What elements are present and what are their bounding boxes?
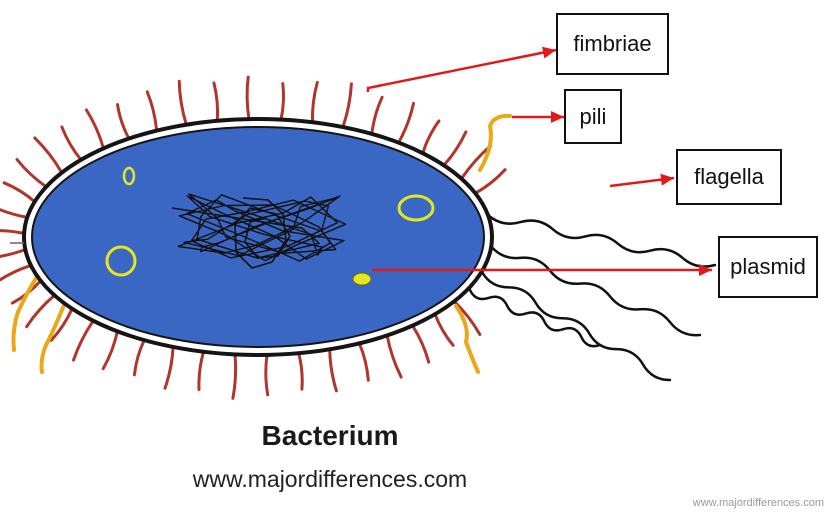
fimbria: [330, 349, 337, 391]
fimbria: [0, 231, 24, 234]
fimbria: [165, 347, 173, 388]
fimbria: [27, 295, 55, 326]
plasmid-label: plasmid: [718, 236, 818, 298]
fimbria: [387, 335, 401, 377]
watermark: www.majordifferences.com: [693, 497, 824, 509]
fimbria: [299, 353, 303, 389]
fimbria: [74, 321, 94, 360]
fimbriae-arrow-head: [542, 47, 556, 59]
flagella-arrow-head: [660, 174, 674, 186]
cytoplasm: [32, 127, 484, 347]
fimbria: [62, 127, 81, 160]
fimbria: [0, 204, 27, 217]
fimbria: [343, 84, 352, 127]
fimbria: [103, 331, 117, 368]
fimbria: [423, 121, 439, 153]
flagella-label: flagella: [676, 149, 782, 205]
flagellum: [470, 290, 600, 346]
flagella-layer: [470, 215, 715, 380]
fimbria: [0, 265, 31, 283]
fimbria: [372, 97, 382, 134]
fimbria: [359, 343, 368, 380]
flagellum: [482, 272, 670, 380]
fimbriae-label: fimbriae: [556, 13, 669, 75]
plasmid-dot: [353, 273, 371, 285]
fimbria: [435, 314, 453, 345]
fimbria: [266, 355, 268, 395]
fimbria: [399, 103, 414, 142]
fimbria: [134, 340, 144, 375]
fimbria: [444, 132, 466, 165]
fimbria: [87, 110, 104, 148]
fimbria: [281, 84, 284, 120]
fimbria: [247, 77, 249, 119]
fimbria: [199, 352, 204, 390]
fimbria: [462, 146, 491, 179]
fimbria: [35, 138, 62, 173]
fimbria: [413, 326, 429, 363]
pili-label: pili: [564, 89, 622, 144]
diagram-title: Bacterium: [0, 420, 660, 452]
fimbria: [312, 83, 317, 123]
fimbria: [4, 183, 35, 202]
fimbria: [147, 92, 156, 131]
fimbria: [233, 354, 236, 398]
pili-arrow-head: [551, 111, 564, 123]
fimbria: [475, 170, 505, 194]
fimbriae-arrow: [368, 50, 556, 92]
fimbria: [17, 160, 46, 187]
pilus: [480, 116, 510, 170]
fimbria: [0, 250, 25, 259]
fimbria: [179, 81, 186, 125]
fimbria: [214, 83, 218, 121]
fimbria: [118, 105, 129, 139]
source-url: www.majordifferences.com: [0, 466, 660, 493]
